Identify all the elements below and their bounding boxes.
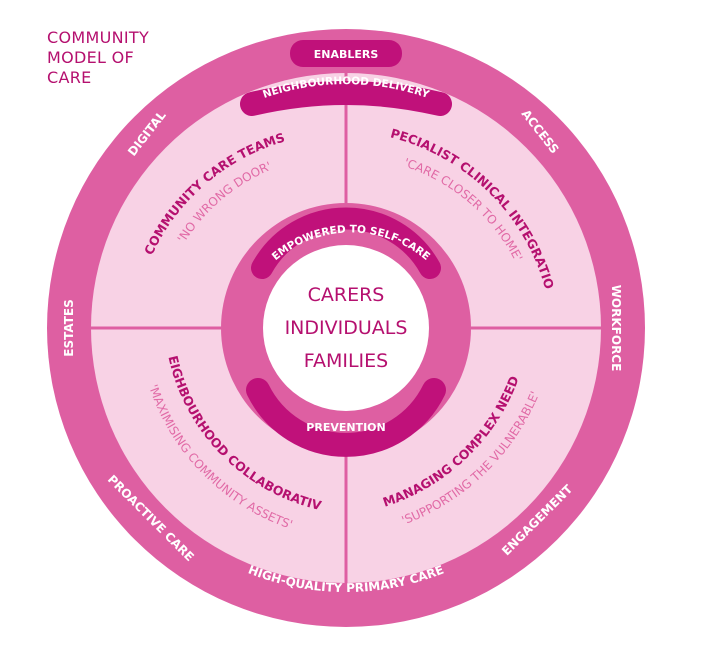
neighbourhood-delivery-badge bbox=[240, 81, 452, 116]
self-care-badge bbox=[251, 207, 441, 279]
prevention-label: PREVENTION bbox=[306, 421, 385, 434]
enablers-badge bbox=[290, 40, 402, 67]
corner-title-line: CARE bbox=[47, 68, 92, 87]
corner-title-line: COMMUNITY bbox=[47, 28, 150, 47]
ring-label-workforce: WORKFORCE bbox=[609, 285, 623, 372]
center-line: CARERS bbox=[308, 284, 385, 306]
center-line: INDIVIDUALS bbox=[285, 317, 408, 339]
corner-title: COMMUNITY MODEL OF CARE bbox=[47, 28, 187, 88]
corner-title-line: MODEL OF bbox=[47, 48, 135, 67]
center-line: FAMILIES bbox=[304, 350, 388, 372]
enablers-label: ENABLERS bbox=[314, 48, 379, 61]
prevention-badge bbox=[246, 378, 446, 457]
ring-label-estates: ESTATES bbox=[62, 299, 76, 356]
center-disc bbox=[263, 245, 429, 411]
